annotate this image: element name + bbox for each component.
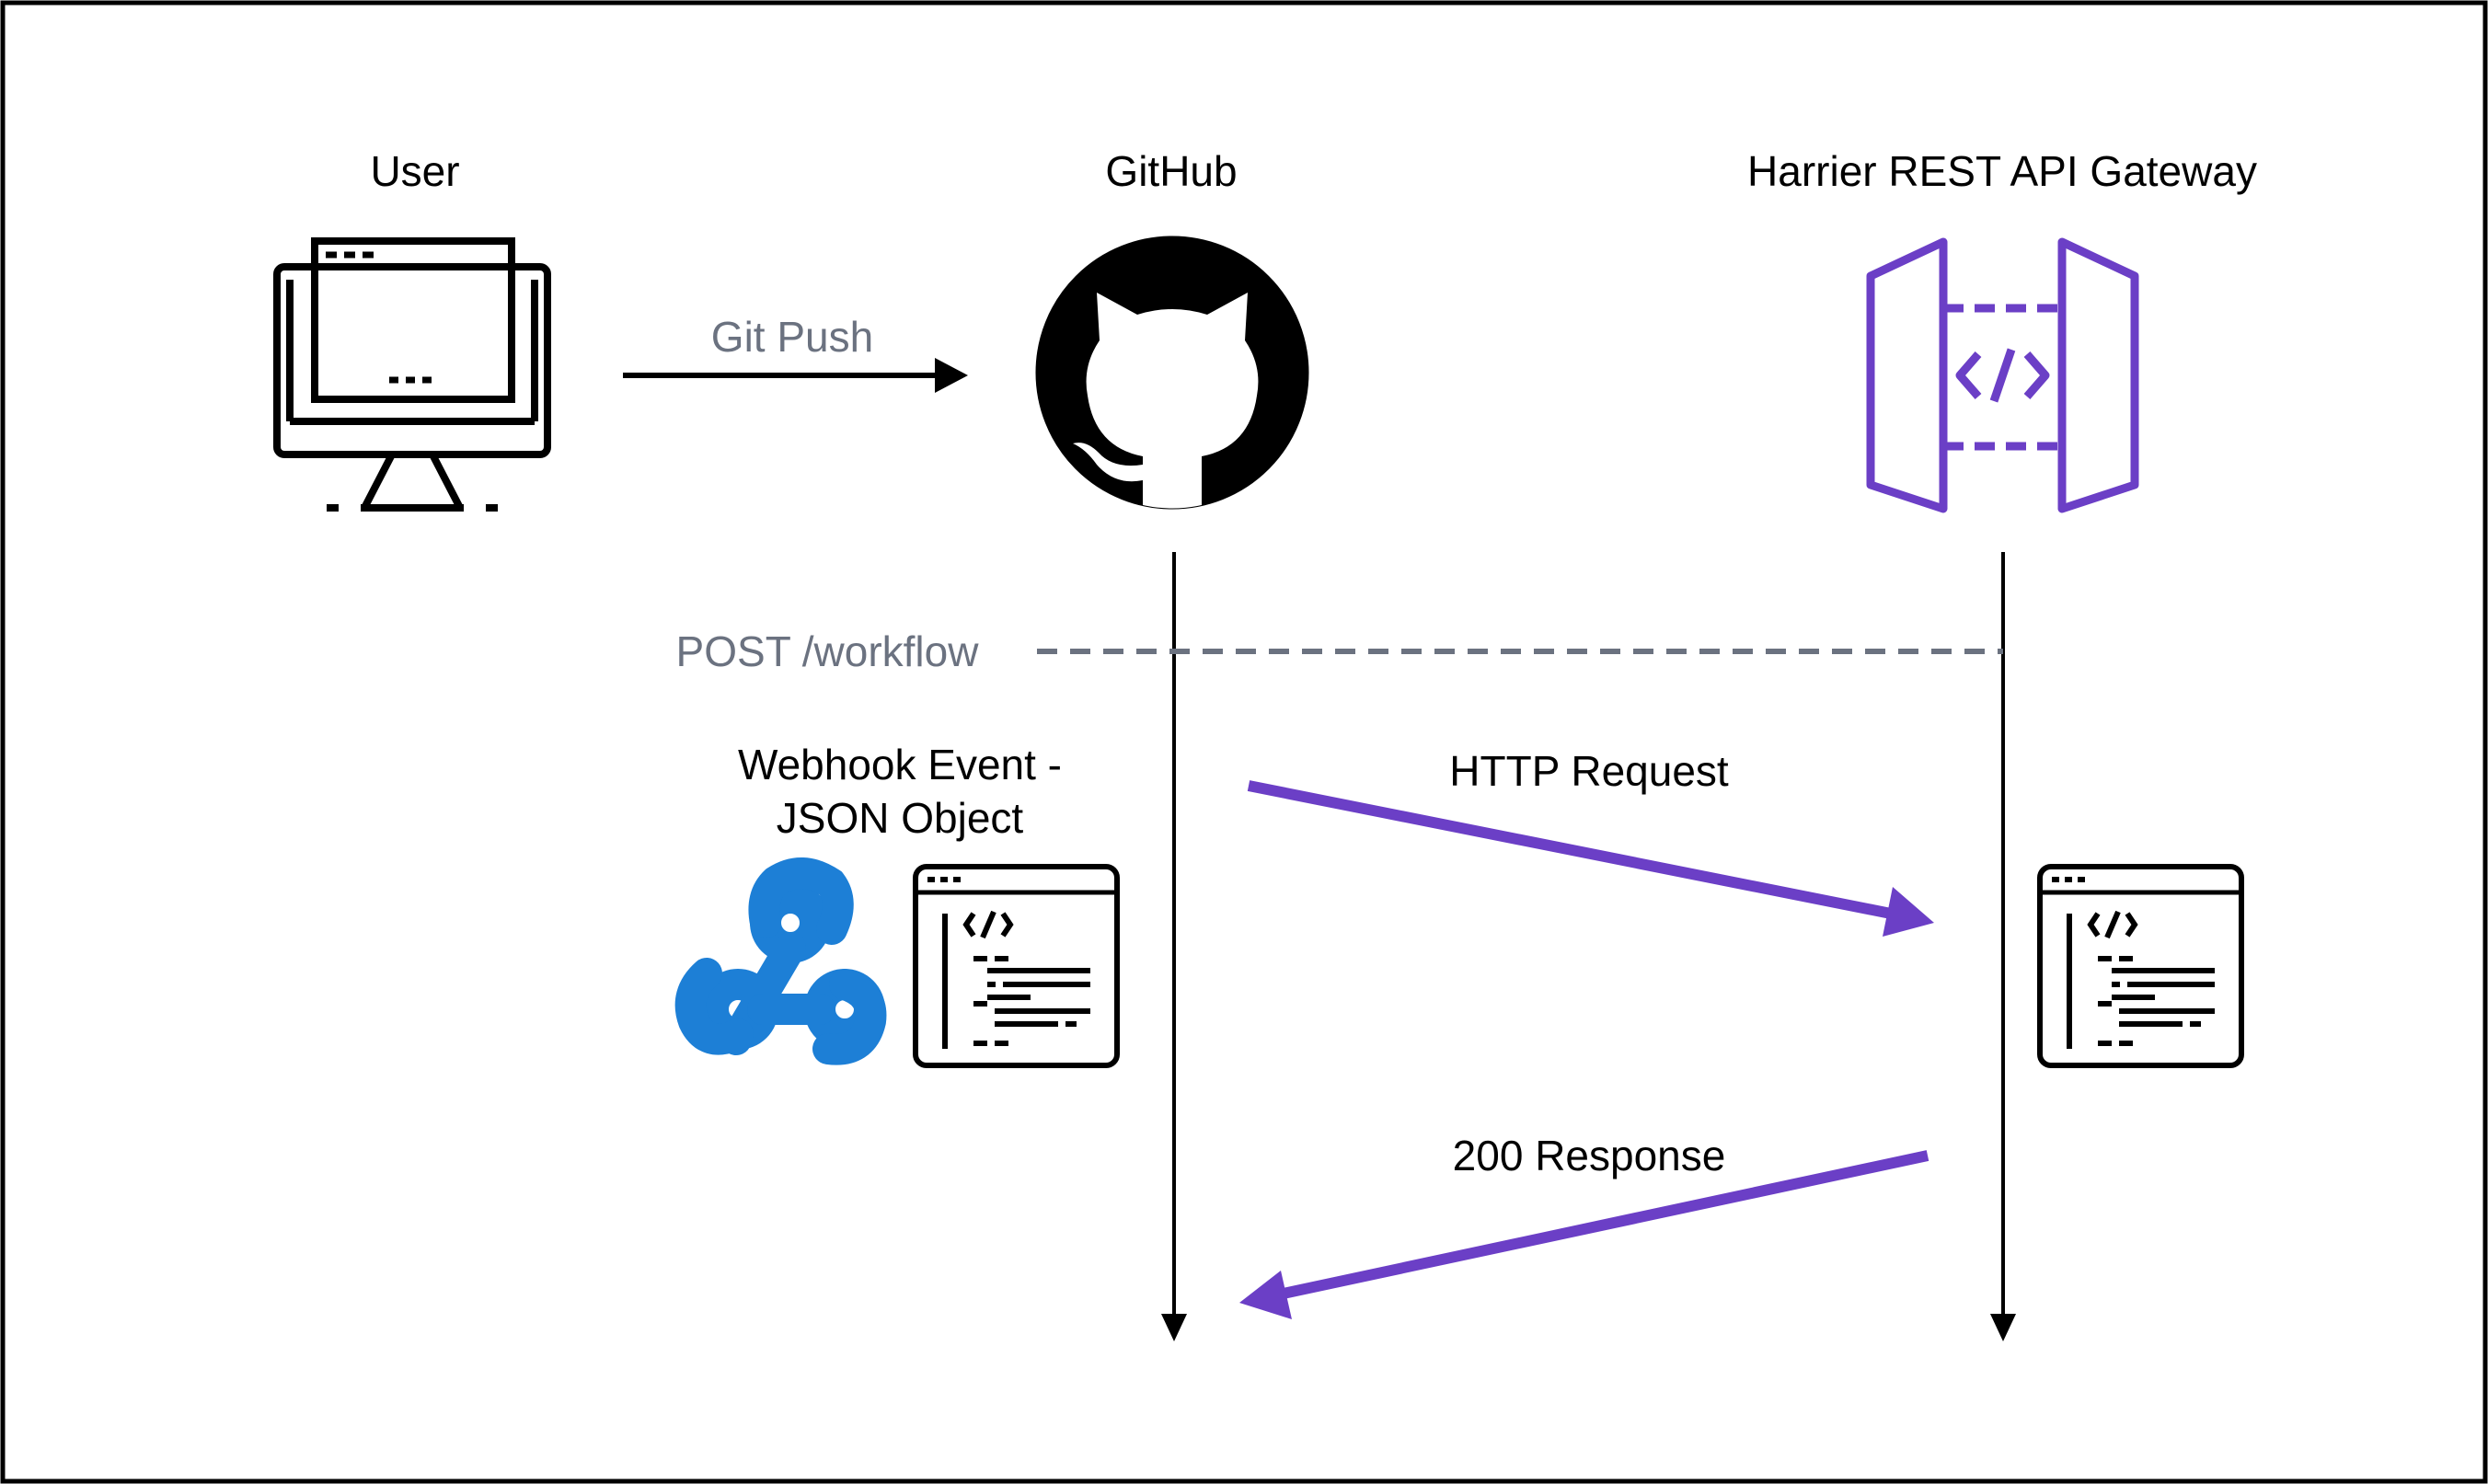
github-lifeline [1161,552,1187,1341]
response-200-label: 200 Response [1452,1132,1726,1179]
desktop-monitor-icon [273,237,551,512]
post-workflow-label: POST /workflow [675,627,979,675]
json-object-label: JSON Object [776,794,1024,842]
request-payload-code-window-icon [2037,864,2244,1068]
http-request-label: HTTP Request [1449,747,1729,795]
webhook-event-label: Webhook Event - [737,741,1063,788]
webhook-icon [674,857,887,1065]
git-push-arrow [623,358,968,393]
gateway-lifeline [1990,552,2016,1341]
gateway-label: Harrier REST API Gateway [1747,147,2257,195]
api-gateway-icon [1866,237,2139,513]
git-push-label: Git Push [710,313,874,361]
code-window-icon [913,864,1120,1068]
user-label: User [370,147,460,195]
http-request-arrow [1247,780,1934,937]
github-label: GitHub [1105,147,1238,195]
github-octocat-icon [1035,236,1309,512]
response-arrow [1239,1150,1929,1319]
